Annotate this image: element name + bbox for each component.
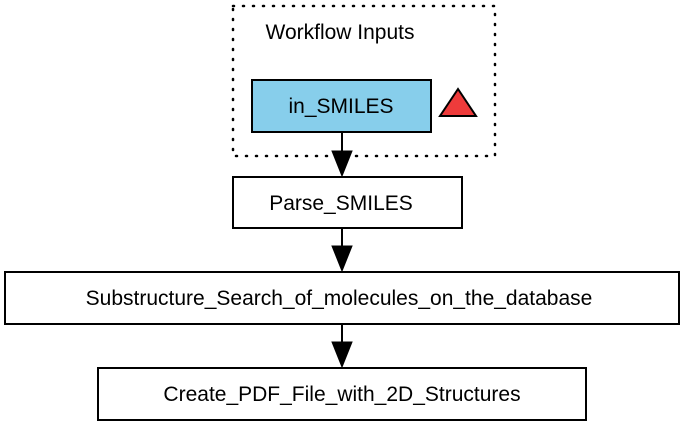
edge-substructure-search-to-create-pdf (331, 324, 353, 369)
node-in-smiles-label: in_SMILES (288, 95, 393, 118)
node-create-pdf-label: Create_PDF_File_with_2D_Structures (163, 383, 520, 406)
node-parse-smiles[interactable]: Parse_SMILES (232, 176, 463, 229)
node-create-pdf-box[interactable] (97, 367, 587, 421)
node-in-smiles[interactable]: in_SMILES (251, 79, 432, 133)
workflow-inputs-cluster-border (231, 4, 497, 158)
node-substructure-search-box[interactable] (4, 271, 680, 325)
node-parse-smiles-box[interactable] (232, 176, 463, 229)
edge-arrowhead (331, 245, 353, 273)
node-create-pdf[interactable]: Create_PDF_File_with_2D_Structures (97, 367, 587, 421)
node-substructure-search-label: Substructure_Search_of_molecules_on_the_… (86, 287, 593, 310)
edge-in-smiles-to-parse-smiles (331, 132, 353, 178)
edge-arrowhead (331, 341, 353, 369)
node-parse-smiles-label: Parse_SMILES (269, 192, 413, 215)
workflow-inputs-cluster-label: Workflow Inputs (266, 21, 415, 44)
edge-arrowhead (331, 150, 353, 178)
node-substructure-search[interactable]: Substructure_Search_of_molecules_on_the_… (4, 271, 680, 325)
edge-parse-smiles-to-substructure-search (331, 228, 353, 273)
workflow-inputs-cluster: Workflow Inputs (231, 4, 497, 158)
triangle-warning-icon (438, 87, 478, 117)
node-in-smiles-box[interactable] (251, 79, 432, 133)
